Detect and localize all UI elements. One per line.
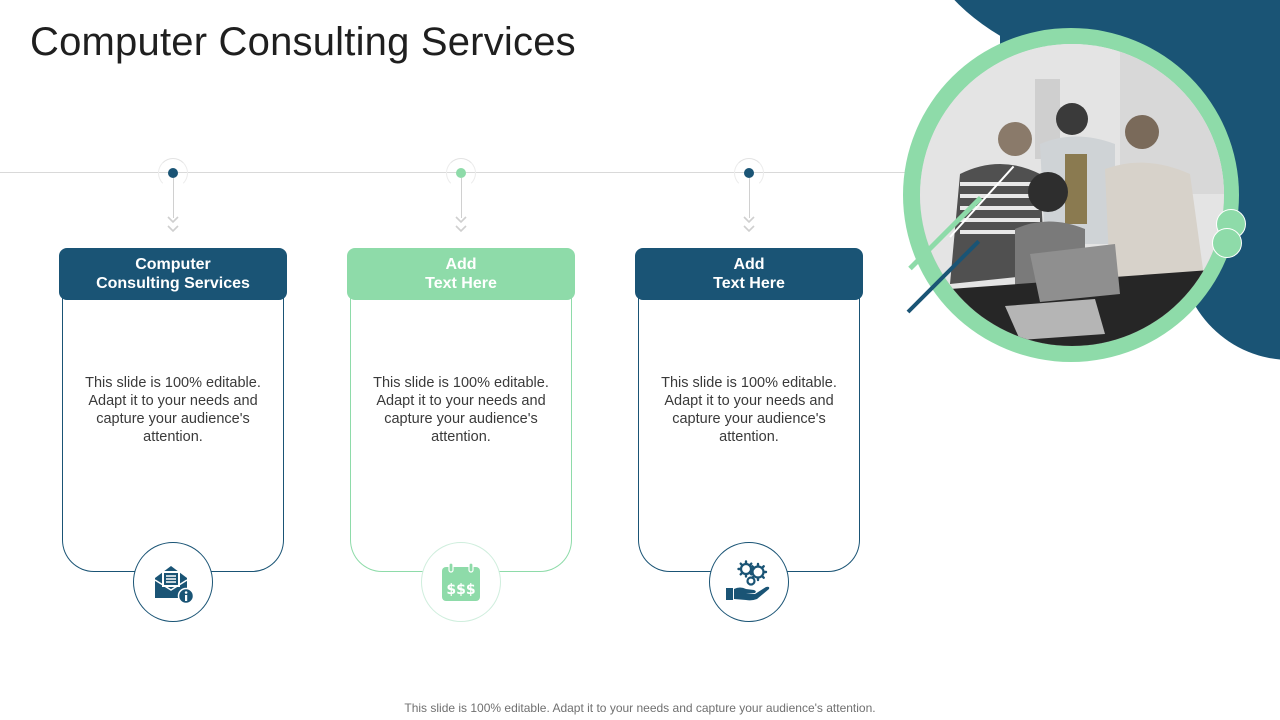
card-heading-line2: Consulting Services [96, 275, 250, 292]
timeline-node [446, 158, 476, 188]
card-heading-line2: Text Here [425, 275, 497, 292]
card-heading: Add Text Here [347, 248, 575, 300]
card-heading-line1: Add [445, 256, 477, 273]
chevron-down-icon [743, 216, 755, 224]
chevron-down-icon [743, 225, 755, 233]
envelope-info-icon [154, 566, 195, 604]
chevron-down-icon [455, 225, 467, 233]
hand-gears-icon [726, 560, 770, 601]
card-body-frame [638, 298, 860, 572]
card-body-frame [350, 298, 572, 572]
footer-note: This slide is 100% editable. Adapt it to… [404, 701, 876, 715]
card-heading-line1: Add [733, 256, 765, 273]
icon-badge: $$$ [421, 542, 501, 622]
icon-badge [709, 542, 789, 622]
timeline-node [734, 158, 764, 188]
timeline-node [158, 158, 188, 188]
connector-line [173, 178, 174, 218]
card-heading: Add Text Here [635, 248, 863, 300]
connector-line [749, 178, 750, 218]
calendar-dollar-icon: $$$ [442, 562, 480, 601]
chevron-down-icon [455, 216, 467, 224]
chevron-down-icon [167, 225, 179, 233]
icon-badge [133, 542, 213, 622]
card-heading: Computer Consulting Services [59, 248, 287, 300]
card-description: This slide is 100% editable. Adapt it to… [85, 375, 261, 445]
card-description: This slide is 100% editable. Adapt it to… [373, 375, 549, 445]
card-heading-line2: Text Here [713, 275, 785, 292]
team-photo [920, 44, 1224, 346]
connector-line [461, 178, 462, 218]
svg-text:$$$: $$$ [446, 582, 475, 598]
chevron-down-icon [167, 216, 179, 224]
card-description: This slide is 100% editable. Adapt it to… [661, 375, 837, 445]
card-heading-line1: Computer [135, 256, 211, 273]
slide-title: Computer Consulting Services [30, 20, 576, 64]
decorative-bubble [1212, 228, 1242, 258]
card-body-frame [62, 298, 284, 572]
